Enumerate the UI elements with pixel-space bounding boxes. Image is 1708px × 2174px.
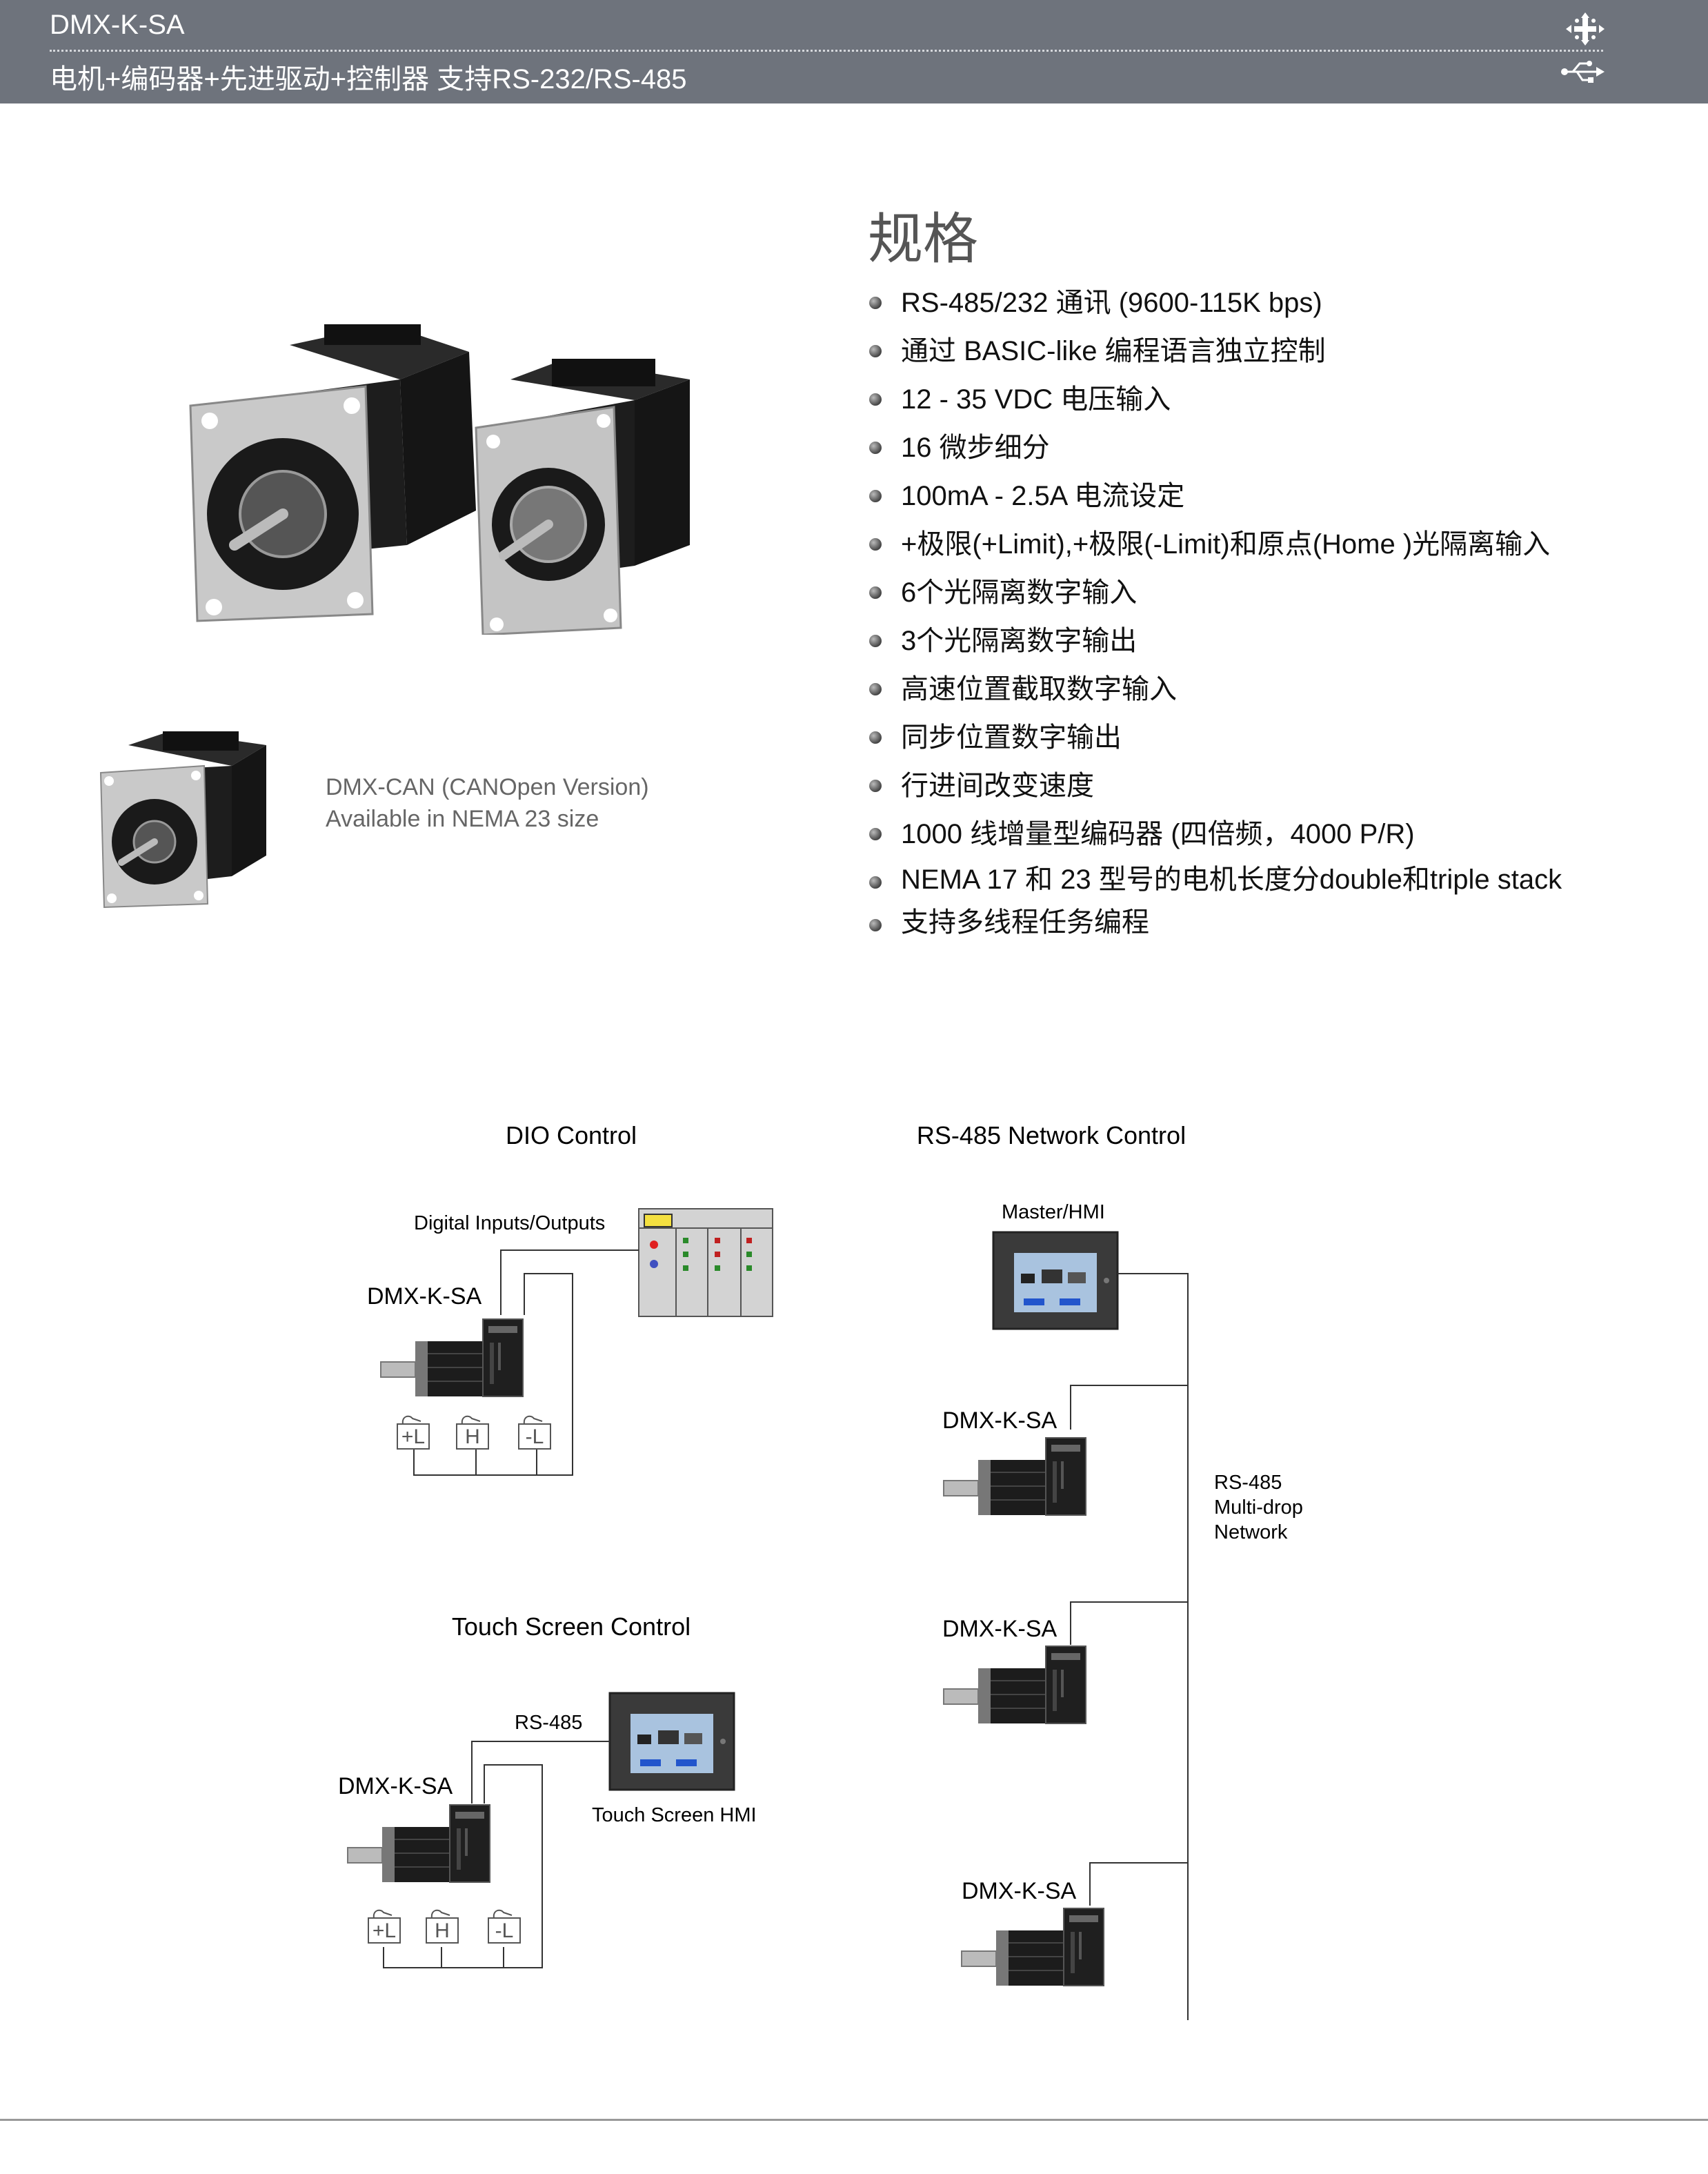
spec-item: +极限(+Limit),+极限(-Limit)和原点(Home )光隔离输入 [868, 520, 1562, 569]
network-bus [1070, 1273, 1189, 2020]
dio-motor [380, 1318, 524, 1397]
touch-motor [347, 1804, 490, 1883]
touch-switch-label: H [435, 1919, 450, 1942]
dio-device-label: DMX-K-SA [367, 1283, 482, 1310]
network-motor [961, 1908, 1104, 1986]
network-device-label: DMX-K-SA [942, 1616, 1057, 1642]
bullet-icon [869, 442, 882, 454]
dio-title: DIO Control [506, 1121, 637, 1149]
touch-switch-label: +L [373, 1919, 396, 1942]
spec-item: 6个光隔离数字输入 [868, 569, 1562, 617]
touch-device-label: DMX-K-SA [338, 1773, 453, 1799]
dio-switch-label: H [465, 1425, 480, 1448]
network-motor [943, 1437, 1086, 1516]
bullet-icon [869, 345, 882, 357]
spec-item: 100mA - 2.5A 电流设定 [868, 472, 1562, 520]
network-master-hmi [992, 1231, 1119, 1330]
bullet-icon [869, 297, 882, 309]
spec-item: 16 微步细分 [868, 424, 1562, 472]
caption-line-1: DMX-CAN (CANOpen Version) [326, 774, 649, 800]
header-subtitle: 电机+编码器+先进驱动+控制器 支持RS-232/RS-485 [50, 64, 687, 95]
bullet-icon [869, 635, 882, 647]
spec-item: RS-485/232 通讯 (9600-115K bps) [868, 279, 1562, 327]
motor-shaft [229, 508, 288, 551]
header-divider [50, 50, 1603, 52]
network-master-label: Master/HMI [1002, 1201, 1105, 1223]
dio-switch-label: -L [526, 1425, 544, 1448]
bullet-icon [869, 586, 882, 599]
spec-item: 3个光隔离数字输出 [868, 617, 1562, 665]
network-note-line-2: Multi-drop [1214, 1496, 1303, 1519]
spec-list: RS-485/232 通讯 (9600-115K bps) 通过 BASIC-l… [868, 279, 1562, 944]
network-title: RS-485 Network Control [917, 1121, 1186, 1149]
touch-bus-label: RS-485 [515, 1712, 582, 1734]
spec-item: 通过 BASIC-like 编程语言独立控制 [868, 327, 1562, 375]
spec-item: 同步位置数字输出 [868, 713, 1562, 762]
bullet-icon [869, 780, 882, 792]
arrows-icon [1566, 12, 1605, 46]
spec-item: 支持多线程任务编程 [868, 901, 1562, 944]
header-title: DMX-K-SA [50, 10, 185, 40]
touch-wiring [383, 1741, 610, 1968]
motor-photo-large [189, 324, 690, 635]
touch-hmi-label: Touch Screen HMI [592, 1804, 757, 1826]
network-note-line-3: Network [1214, 1521, 1288, 1543]
touch-switch-label: -L [495, 1919, 514, 1942]
touch-hmi [608, 1692, 735, 1791]
usb-icon [1561, 61, 1605, 83]
spec-item: 高速位置截取数字输入 [868, 665, 1562, 713]
caption-line-2: Available in NEMA 23 size [326, 806, 599, 832]
bullet-icon [869, 490, 882, 502]
bullet-icon [869, 876, 882, 889]
bullet-icon [869, 683, 882, 695]
network-note-line-1: RS-485 [1214, 1472, 1282, 1494]
spec-item: 12 - 35 VDC 电压输入 [868, 375, 1562, 424]
dio-switch-label: +L [401, 1425, 425, 1448]
spec-item: 1000 线增量型编码器 (四倍频，4000 P/R) [868, 810, 1562, 858]
bullet-icon [869, 393, 882, 406]
footer-divider [0, 2119, 1708, 2121]
dio-io-label: Digital Inputs/Outputs [414, 1212, 605, 1234]
header-band [0, 0, 1708, 103]
motor-side-face [400, 352, 476, 545]
dio-wiring [413, 1249, 639, 1476]
motor-photo-can [99, 731, 266, 909]
connector-block [324, 324, 421, 345]
plc-module [638, 1208, 773, 1317]
network-device-label: DMX-K-SA [942, 1407, 1057, 1434]
spec-item: 行进间改变速度 [868, 762, 1562, 810]
bullet-icon [869, 538, 882, 551]
spec-heading: 规格 [868, 207, 978, 271]
bullet-icon [869, 731, 882, 744]
control-diagrams: DIO Control Digital Inputs/Outputs DMX-K… [338, 1121, 1303, 2020]
network-device-label: DMX-K-SA [962, 1878, 1077, 1904]
can-version-caption: DMX-CAN (CANOpen Version) Available in N… [326, 771, 649, 835]
spec-item: NEMA 17 和 23 型号的电机长度分double和triple stack [868, 858, 1562, 901]
bullet-icon [869, 919, 882, 931]
network-motor [943, 1646, 1086, 1724]
touch-title: Touch Screen Control [452, 1612, 691, 1641]
bullet-icon [869, 828, 882, 840]
